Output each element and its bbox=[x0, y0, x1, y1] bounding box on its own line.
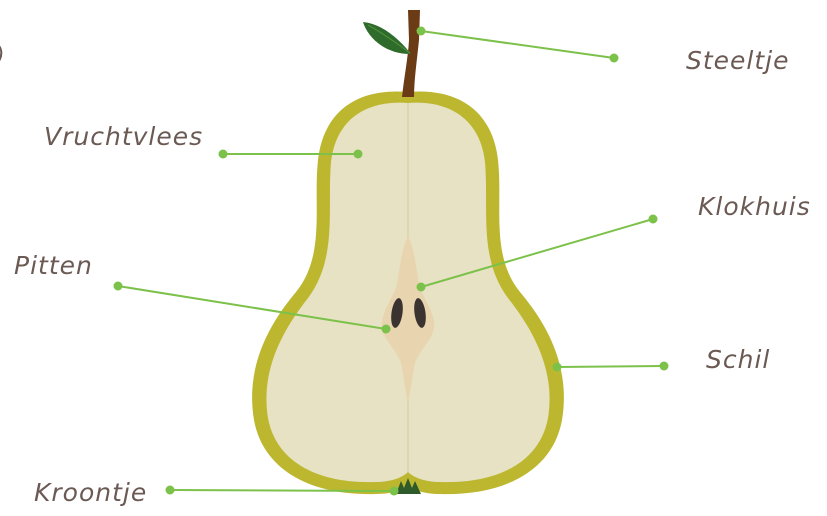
label-pitten: Pitten bbox=[14, 253, 93, 278]
dot-vruchtvlees-start bbox=[219, 150, 228, 159]
label-vruchtvlees: Vruchtvlees bbox=[44, 124, 203, 149]
dot-schil-end bbox=[553, 363, 562, 372]
dot-steeltje-end bbox=[610, 54, 619, 63]
dot-pitten-end bbox=[382, 325, 391, 334]
label-schil: Schil bbox=[706, 347, 770, 372]
dot-vruchtvlees-end bbox=[354, 150, 363, 159]
dot-schil-start bbox=[660, 362, 669, 371]
dot-kroontje-end bbox=[390, 487, 399, 496]
leader-schil bbox=[557, 366, 664, 367]
dot-steeltje-start bbox=[417, 27, 426, 36]
label-kroontje: Kroontje bbox=[34, 480, 147, 505]
dot-klokhuis-start bbox=[649, 215, 658, 224]
dot-kroontje-start bbox=[166, 486, 175, 495]
dot-klokhuis-end bbox=[417, 283, 426, 292]
edge-mark-left: ) bbox=[0, 44, 5, 69]
leader-kroontje bbox=[170, 490, 394, 491]
leader-steeltje bbox=[421, 31, 614, 58]
label-klokhuis: Klokhuis bbox=[698, 194, 811, 219]
dot-pitten-start bbox=[114, 282, 123, 291]
label-steeltje: Steeltje bbox=[686, 48, 790, 73]
